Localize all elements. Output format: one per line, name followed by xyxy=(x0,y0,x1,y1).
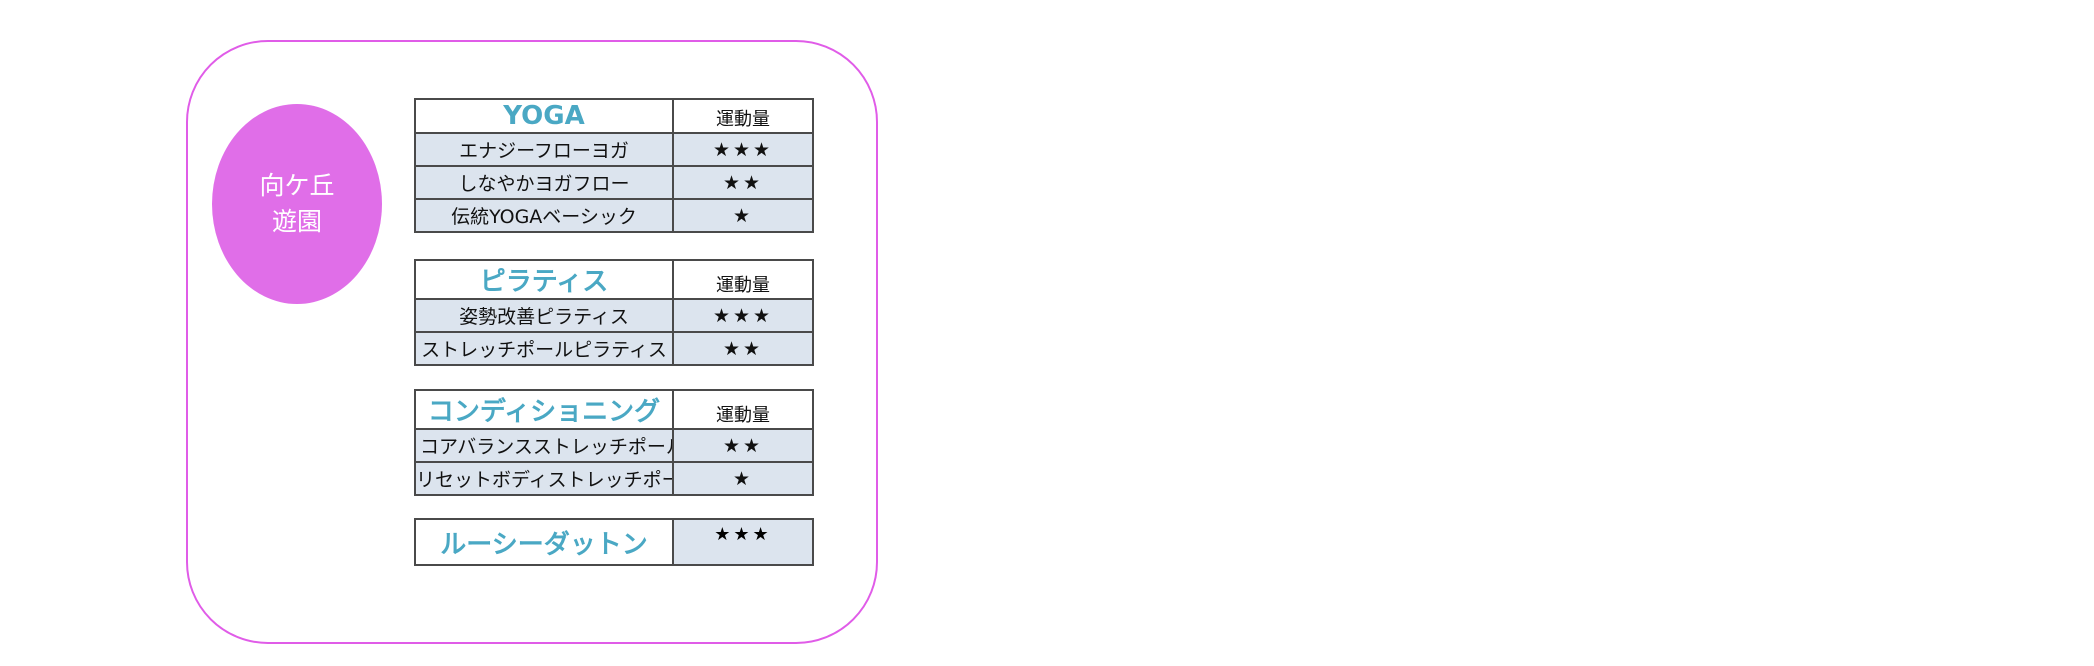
table-row: ルーシーダットン ★★★ xyxy=(414,518,814,566)
table-header-row: YOGA 運動量 xyxy=(414,98,814,134)
pilates-level-header: 運動量 xyxy=(672,259,814,300)
table-row: しなやかヨガフロー ★★ xyxy=(414,165,814,200)
program-name: リセットボディストレッチポール xyxy=(414,461,674,496)
table-header-row: コンディショニング 運動量 xyxy=(414,389,814,430)
conditioning-level-header: 運動量 xyxy=(672,389,814,430)
pilates-table: ピラティス 運動量 姿勢改善ピラティス ★★★ ストレッチポールピラティス ★★ xyxy=(414,259,814,366)
program-name: ストレッチポールピラティス xyxy=(414,331,674,366)
table-row: 伝統YOGAベーシック ★ xyxy=(414,198,814,233)
conditioning-category-title: コンディショニング xyxy=(414,389,674,430)
program-card xyxy=(186,40,878,644)
program-name: 伝統YOGAベーシック xyxy=(414,198,674,233)
exercise-level-stars: ★★★ xyxy=(672,518,814,566)
exercise-level-stars: ★★ xyxy=(672,165,814,200)
program-name: しなやかヨガフロー xyxy=(414,165,674,200)
program-name: コアバランスストレッチポール xyxy=(414,428,674,463)
exercise-level-stars: ★★★ xyxy=(672,132,814,167)
table-header-row: ピラティス 運動量 xyxy=(414,259,814,300)
yoga-level-header: 運動量 xyxy=(672,98,814,134)
table-row: 姿勢改善ピラティス ★★★ xyxy=(414,298,814,333)
lucy-datton-table: ルーシーダットン ★★★ xyxy=(414,518,814,566)
exercise-level-stars: ★ xyxy=(672,461,814,496)
table-row: エナジーフローヨガ ★★★ xyxy=(414,132,814,167)
exercise-level-stars: ★★ xyxy=(672,331,814,366)
exercise-level-stars: ★ xyxy=(672,198,814,233)
table-row: コアバランスストレッチポール ★★ xyxy=(414,428,814,463)
venue-name-line1: 向ケ丘 xyxy=(259,171,335,200)
table-row: ストレッチポールピラティス ★★ xyxy=(414,331,814,366)
yoga-category-title: YOGA xyxy=(414,98,674,134)
pilates-category-title: ピラティス xyxy=(414,259,674,300)
exercise-level-stars: ★★★ xyxy=(672,298,814,333)
lucy-datton-category-title: ルーシーダットン xyxy=(414,518,674,566)
venue-name-line2: 遊園 xyxy=(271,207,322,236)
program-name: 姿勢改善ピラティス xyxy=(414,298,674,333)
exercise-level-stars: ★★ xyxy=(672,428,814,463)
venue-badge: 向ケ丘 遊園 xyxy=(212,104,382,304)
program-name: エナジーフローヨガ xyxy=(414,132,674,167)
yoga-table: YOGA 運動量 エナジーフローヨガ ★★★ しなやかヨガフロー ★★ 伝統YO… xyxy=(414,98,814,233)
conditioning-table: コンディショニング 運動量 コアバランスストレッチポール ★★ リセットボディス… xyxy=(414,389,814,496)
table-row: リセットボディストレッチポール ★ xyxy=(414,461,814,496)
